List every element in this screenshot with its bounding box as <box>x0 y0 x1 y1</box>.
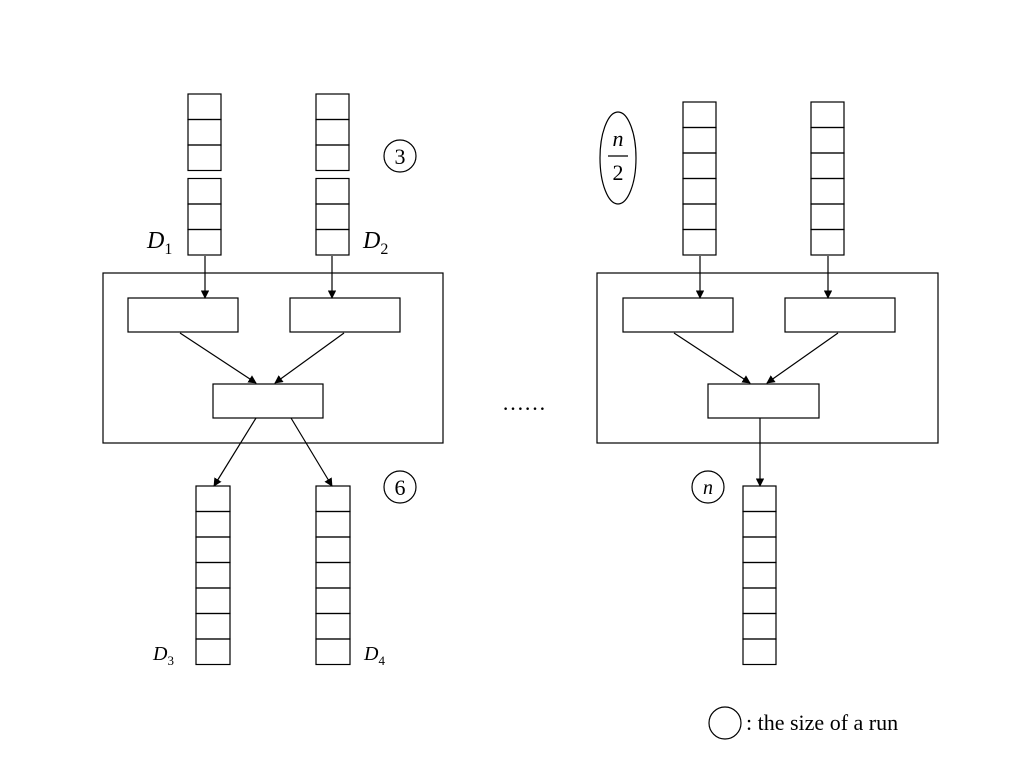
record-cell <box>742 612 777 640</box>
right-input-stack-2 <box>810 101 845 256</box>
arrow-buffer2-to-output <box>274 332 345 384</box>
record-cell <box>187 177 222 205</box>
left-input-buffer-1 <box>127 297 239 333</box>
record-cell <box>315 93 350 121</box>
record-cell <box>682 203 717 231</box>
run-size-n-text: n <box>703 477 713 499</box>
record-cell <box>810 177 845 205</box>
record-cell <box>810 228 845 256</box>
run-size-numerator: n <box>613 126 624 151</box>
label-d3: D3 <box>152 643 174 668</box>
record-cell <box>682 126 717 154</box>
legend: : the size of a run <box>708 706 898 740</box>
label-d2: D2 <box>362 228 388 258</box>
run-size-marker-n: n <box>691 470 725 504</box>
record-cell <box>682 152 717 180</box>
run-size-marker-6: 6 <box>383 470 417 504</box>
record-cell <box>195 638 231 666</box>
arrow-right-buffer1-to-output <box>673 332 751 384</box>
left-stage: D1 D2 3 6 D3 <box>102 93 444 668</box>
record-cell <box>315 612 351 640</box>
left-output-buffer <box>212 383 324 419</box>
record-cell <box>315 203 350 231</box>
legend-run-circle <box>708 706 742 740</box>
stage-ellipsis: …… <box>502 390 546 415</box>
record-cell <box>315 510 351 538</box>
right-merge-process-box <box>596 272 939 444</box>
left-input-buffer-2 <box>289 297 401 333</box>
record-cell <box>195 510 231 538</box>
record-cell <box>742 485 777 513</box>
right-input-buffer-1 <box>622 297 734 333</box>
record-cell <box>742 561 777 589</box>
record-cell <box>195 612 231 640</box>
arrow-output-to-d3 <box>213 417 257 487</box>
run-size-marker-3: 3 <box>383 139 417 173</box>
record-cell <box>187 118 222 146</box>
arrow-right-buffer2-to-output <box>766 332 839 384</box>
right-stage: n 2 n <box>596 101 939 666</box>
record-cell <box>810 203 845 231</box>
left-input-stack-d2 <box>315 93 350 256</box>
record-cell <box>315 228 350 256</box>
record-cell <box>742 638 777 666</box>
record-cell <box>187 203 222 231</box>
record-cell <box>187 228 222 256</box>
run-size-marker-n-over-2: n 2 <box>599 111 637 205</box>
left-merge-process-box <box>102 272 444 444</box>
label-d4: D4 <box>363 643 385 668</box>
record-cell <box>315 587 351 615</box>
left-output-stack-d3 <box>195 485 231 666</box>
record-cell <box>187 93 222 121</box>
right-output-stack <box>742 485 777 666</box>
left-output-stack-d4 <box>315 485 351 666</box>
right-input-buffer-2 <box>784 297 896 333</box>
label-d1: D1 <box>146 228 172 258</box>
record-cell <box>195 587 231 615</box>
record-cell <box>682 228 717 256</box>
record-cell <box>682 101 717 129</box>
record-cell <box>742 510 777 538</box>
record-cell <box>315 561 351 589</box>
left-input-stack-d1 <box>187 93 222 256</box>
record-cell <box>315 485 351 513</box>
record-cell <box>315 177 350 205</box>
record-cell <box>187 144 222 172</box>
run-size-denominator: 2 <box>613 160 624 185</box>
record-cell <box>682 177 717 205</box>
record-cell <box>742 587 777 615</box>
record-cell <box>195 561 231 589</box>
record-cell <box>315 638 351 666</box>
right-input-stack-1 <box>682 101 717 256</box>
record-cell <box>810 101 845 129</box>
record-cell <box>315 144 350 172</box>
right-output-buffer <box>707 383 820 419</box>
run-size-3-text: 3 <box>395 144 406 169</box>
arrow-buffer1-to-output <box>179 332 257 384</box>
legend-text: : the size of a run <box>746 710 898 735</box>
record-cell <box>742 536 777 564</box>
record-cell <box>315 536 351 564</box>
record-cell <box>195 536 231 564</box>
record-cell <box>315 118 350 146</box>
record-cell <box>810 152 845 180</box>
run-size-6-text: 6 <box>395 475 406 500</box>
arrow-output-to-d4 <box>290 417 333 487</box>
record-cell <box>195 485 231 513</box>
record-cell <box>810 126 845 154</box>
